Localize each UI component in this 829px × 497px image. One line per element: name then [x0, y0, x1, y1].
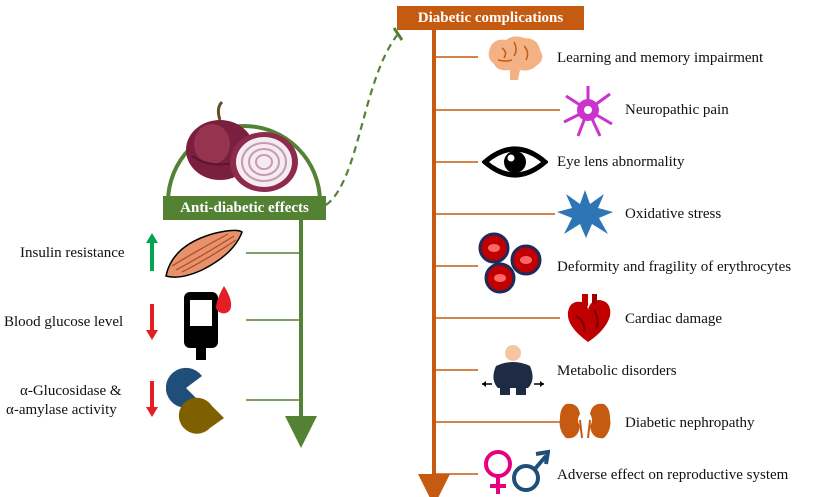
alpha-glucosidase-label: α-Glucosidase & — [20, 383, 122, 399]
neuropathic-pain-label: Neuropathic pain — [625, 102, 729, 118]
anti-diabetic-effects-title: Anti-diabetic effects — [163, 196, 326, 220]
eye-icon — [482, 146, 548, 178]
alpha-amylase-activity-label: α-amylase activity — [6, 402, 117, 418]
neuron-icon — [563, 86, 613, 137]
insulin-resistance-label: Insulin resistance — [20, 245, 125, 261]
enzyme-icon — [166, 367, 224, 434]
burst-star-icon — [557, 190, 613, 238]
learning-memory-impairment-label: Learning and memory impairment — [557, 50, 764, 66]
kidneys-icon — [559, 403, 611, 439]
heart-icon — [567, 294, 611, 342]
red-blood-cells-icon — [478, 232, 542, 294]
gender-symbols-icon — [484, 449, 550, 494]
dashed-link-line — [325, 33, 399, 206]
diabetic-nephropathy-label: Diabetic nephropathy — [625, 415, 755, 431]
arrow-up-icon — [146, 233, 158, 271]
diabetic-complications-title: Diabetic complications — [397, 6, 584, 30]
arrow-down-icon — [146, 381, 158, 417]
cardiac-damage-label: Cardiac damage — [625, 311, 723, 327]
oxidative-stress-label: Oxidative stress — [625, 206, 722, 222]
glucometer-icon — [184, 286, 232, 360]
reproductive-system-label: Adverse effect on reproductive system — [557, 467, 789, 483]
metabolic-disorders-label: Metabolic disorders — [557, 363, 677, 379]
erythrocytes-deformity-label: Deformity and fragility of erythrocytes — [557, 259, 792, 275]
muscle-icon — [165, 229, 243, 278]
brain-icon — [488, 36, 543, 80]
arrow-down-icon — [146, 304, 158, 340]
red-onion-image — [166, 100, 322, 203]
eye-lens-abnormality-label: Eye lens abnormality — [557, 154, 685, 170]
obese-person-icon — [482, 345, 544, 395]
blood-glucose-level-label: Blood glucose level — [4, 314, 124, 330]
